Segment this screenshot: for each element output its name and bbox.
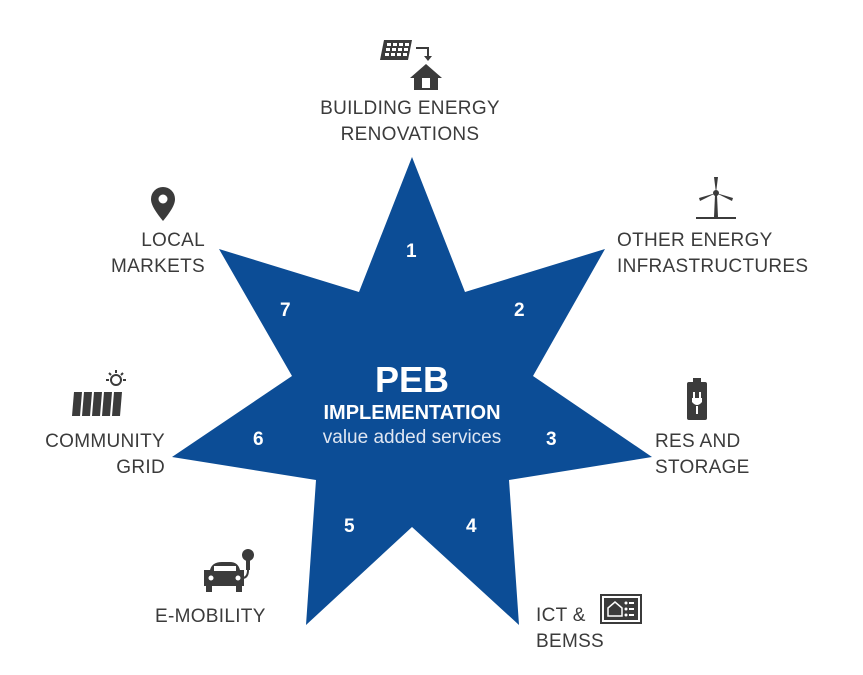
label-ict-bemss: ICT & BEMSS (536, 603, 604, 655)
label-line: GRID (116, 457, 165, 478)
center-caption: value added services (322, 427, 502, 448)
label-line: E-MOBILITY (155, 606, 266, 627)
solar-panel-to-house-icon (380, 40, 442, 90)
label-building-energy-renovations: BUILDING ENERGY RENOVATIONS (290, 96, 530, 148)
label-local-markets: LOCAL MARKETS (50, 228, 205, 280)
point-number-5: 5 (344, 516, 355, 537)
label-line: ICT & (536, 605, 586, 626)
label-res-and-storage: RES AND STORAGE (655, 429, 750, 481)
point-number-3: 3 (546, 429, 557, 450)
label-line: RES AND (655, 431, 741, 452)
star-center: PEB IMPLEMENTATION value added services (290, 360, 534, 450)
point-number-7: 7 (280, 300, 291, 321)
electric-car-icon (204, 549, 254, 592)
label-line: STORAGE (655, 457, 750, 478)
label-line: BUILDING ENERGY (320, 98, 500, 119)
point-number-2: 2 (514, 300, 525, 321)
label-community-grid: COMMUNITY GRID (10, 429, 165, 481)
battery-plug-icon (687, 378, 707, 420)
point-number-6: 6 (253, 429, 264, 450)
solar-panel-sun-icon (72, 370, 126, 416)
label-line: COMMUNITY (45, 431, 165, 452)
label-line: OTHER ENERGY (617, 230, 773, 251)
point-number-4: 4 (466, 516, 477, 537)
label-line: MARKETS (111, 256, 205, 277)
smart-home-panel-icon (600, 594, 642, 624)
label-line: RENOVATIONS (340, 124, 480, 145)
label-line: LOCAL (141, 230, 205, 251)
center-title: PEB (374, 359, 450, 400)
location-pin-icon (151, 187, 175, 221)
point-number-1: 1 (406, 241, 417, 262)
label-line: INFRASTRUCTURES (617, 256, 809, 277)
label-e-mobility: E-MOBILITY (155, 604, 266, 630)
label-other-energy-infrastructures: OTHER ENERGY INFRASTRUCTURES (617, 228, 808, 280)
wind-turbine-icon (696, 177, 736, 219)
label-line: BEMSS (536, 631, 605, 652)
center-subtitle: IMPLEMENTATION (323, 402, 501, 424)
